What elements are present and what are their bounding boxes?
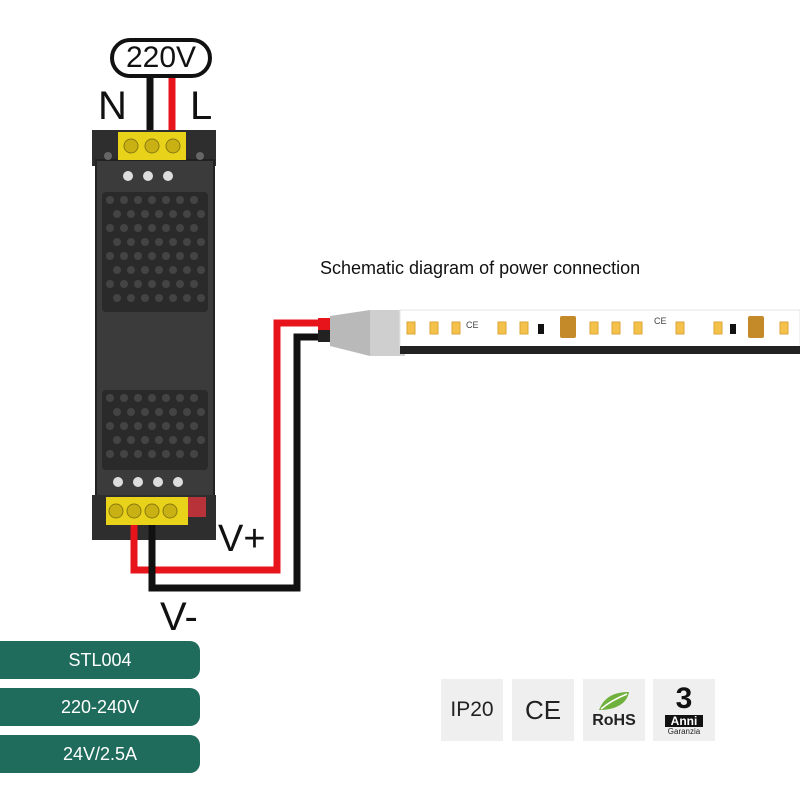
negative-output-label: V-: [160, 595, 198, 639]
positive-output-label: V+: [218, 518, 266, 560]
warranty-word: Anni: [664, 715, 704, 727]
ip-rating-badge: IP20: [441, 679, 503, 741]
positive-output-wire: [130, 319, 320, 574]
spec-output: 24V/2.5A: [0, 735, 200, 773]
leaf-icon: [599, 692, 629, 710]
rohs-badge: RoHS: [583, 679, 645, 741]
warranty-sub: Garanzia: [667, 727, 701, 736]
power-supply-unit: [92, 130, 216, 540]
warranty-badge: 3 Anni Garanzia: [653, 679, 715, 741]
diagram-caption: Schematic diagram of power connection: [320, 258, 641, 278]
neutral-label: N: [98, 84, 127, 128]
live-label: L: [190, 84, 213, 128]
spec-input-voltage: 220-240V: [0, 688, 200, 726]
led-strip: CE CE: [318, 309, 800, 356]
spec-model: STL004: [0, 641, 200, 679]
input-voltage-label: 220V: [110, 38, 212, 78]
ce-badge: CE: [512, 679, 574, 741]
negative-output-wire: [148, 333, 320, 592]
warranty-years: 3: [675, 682, 693, 715]
rohs-text: RoHS: [592, 712, 636, 729]
strip-ce-mark-2: CE: [654, 316, 667, 326]
strip-ce-mark: CE: [466, 320, 479, 330]
